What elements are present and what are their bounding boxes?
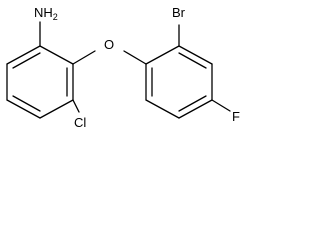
double-bond-c6-c1 (12, 52, 41, 69)
bond-r1-r2 (145, 45, 180, 65)
left-benzene-ring (6, 45, 74, 119)
bond-c3-cl (72, 99, 80, 113)
bond-o-r1 (123, 50, 147, 65)
double-bond-r4-r5 (178, 95, 207, 112)
bond-c6-c1 (6, 45, 41, 65)
bond-c4-c5 (6, 99, 41, 119)
fluorine-label: F (232, 109, 240, 124)
bromine-label: Br (172, 5, 186, 20)
chlorine-label: Cl (74, 115, 86, 130)
chemical-structure-diagram: NH2 O Cl Br F (6, 5, 240, 130)
amine-label: NH2 (34, 5, 58, 22)
bond-r4-f (211, 99, 231, 112)
right-benzene-ring (145, 45, 213, 119)
bond-r5-r6 (145, 99, 180, 119)
bond-r4-r5 (178, 99, 213, 119)
bond-r2-r3 (178, 45, 213, 65)
double-bond-r2-r3 (178, 52, 207, 69)
double-bond-c4-c5 (12, 95, 41, 112)
oxygen-label: O (104, 37, 114, 52)
bond-c3-c4 (39, 99, 74, 119)
bond-c2-o (72, 50, 96, 65)
bond-c1-c2 (39, 45, 74, 65)
